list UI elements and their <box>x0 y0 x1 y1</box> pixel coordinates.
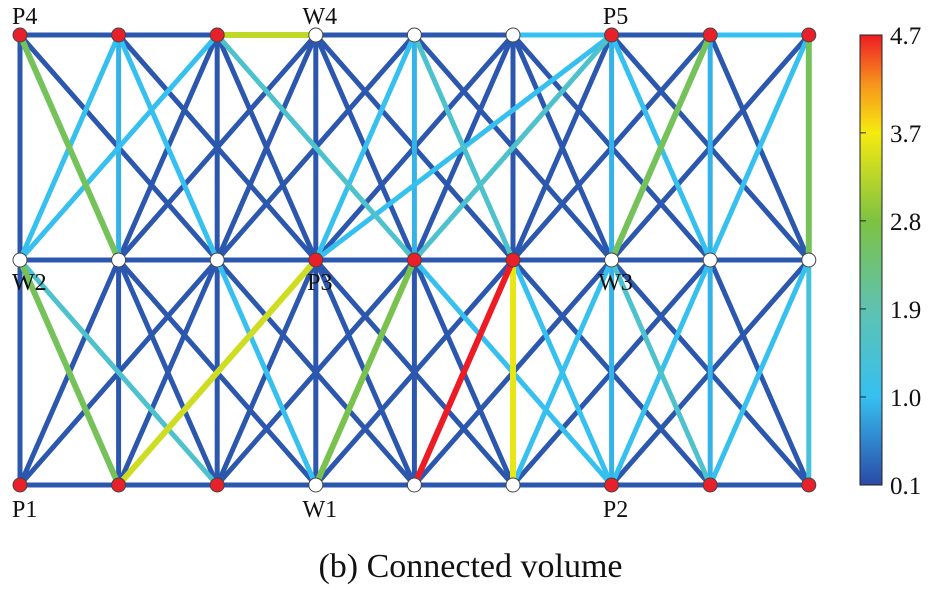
production-well-node <box>702 477 718 493</box>
well-label-p2: P2 <box>603 497 628 523</box>
water-well-node <box>209 252 225 268</box>
colorbar: 4.7 3.7 2.8 1.9 1.0 0.1 <box>859 23 921 500</box>
edges-layer <box>17 32 812 488</box>
colorbar-tick-label: 0.1 <box>890 473 921 500</box>
production-well-node <box>209 27 225 43</box>
edge-diagonal <box>17 32 122 263</box>
edge-diagonal <box>411 257 516 488</box>
edge-diagonal <box>707 32 812 263</box>
edge-diagonal <box>609 257 713 488</box>
edge-diagonal <box>707 257 812 488</box>
edge-diagonal <box>313 32 417 263</box>
water-well-node <box>801 252 817 268</box>
water-well-node <box>406 477 422 493</box>
colorbar-tick-label: 1.9 <box>890 297 921 324</box>
colorbar-tick-label: 1.0 <box>890 385 921 412</box>
production-well-node <box>308 252 324 268</box>
edge-diagonal <box>116 32 220 263</box>
colorbar-bar <box>859 34 883 486</box>
edge-diagonal <box>17 32 220 263</box>
water-well-node <box>702 252 718 268</box>
production-well-node <box>604 27 620 43</box>
edge-diagonal <box>411 32 615 263</box>
water-well-node <box>308 477 324 493</box>
production-well-node <box>209 477 225 493</box>
edge-diagonal <box>608 32 714 263</box>
well-label-p1: P1 <box>12 497 37 523</box>
production-well-node <box>702 27 718 43</box>
production-well-node <box>801 477 817 493</box>
water-well-node <box>308 27 324 43</box>
production-well-node <box>801 27 817 43</box>
colorbar-tick-label: 3.7 <box>890 121 921 148</box>
water-well-node <box>505 477 521 493</box>
edge-diagonal <box>312 257 418 488</box>
edge-diagonal <box>510 257 615 488</box>
water-well-node <box>111 252 127 268</box>
well-label-w3: W3 <box>598 270 633 296</box>
edge-diagonal <box>411 32 516 263</box>
well-label-w1: W1 <box>302 497 337 523</box>
edge-diagonal <box>17 257 220 488</box>
colorbar-tick-label: 4.7 <box>890 23 921 50</box>
well-label-w2: W2 <box>12 270 47 296</box>
edge-diagonal <box>116 257 220 488</box>
water-well-node <box>406 27 422 43</box>
well-label-p3: P3 <box>307 270 332 296</box>
production-well-node <box>604 477 620 493</box>
nodes-layer <box>12 27 817 493</box>
production-well-node <box>12 27 28 43</box>
edge-diagonal <box>17 257 122 488</box>
water-well-node <box>505 27 521 43</box>
edge-diagonal <box>214 257 319 488</box>
production-well-node <box>505 252 521 268</box>
figure-caption: (b) Connected volume <box>318 548 623 585</box>
edge-diagonal <box>115 257 319 488</box>
production-well-node <box>111 477 127 493</box>
colorbar-tick-label: 2.8 <box>890 209 921 236</box>
water-well-node <box>12 252 28 268</box>
water-well-node <box>604 252 620 268</box>
well-label-w4: W4 <box>302 4 337 30</box>
production-well-node <box>406 252 422 268</box>
edge-diagonal <box>214 32 417 263</box>
production-well-node <box>111 27 127 43</box>
colorbar-ticks: 4.7 3.7 2.8 1.9 1.0 0.1 <box>860 23 921 500</box>
edge-diagonal <box>510 32 615 263</box>
production-well-node <box>12 477 28 493</box>
well-label-p4: P4 <box>12 4 37 30</box>
well-label-p5: P5 <box>603 4 628 30</box>
edge-diagonal <box>214 32 319 263</box>
